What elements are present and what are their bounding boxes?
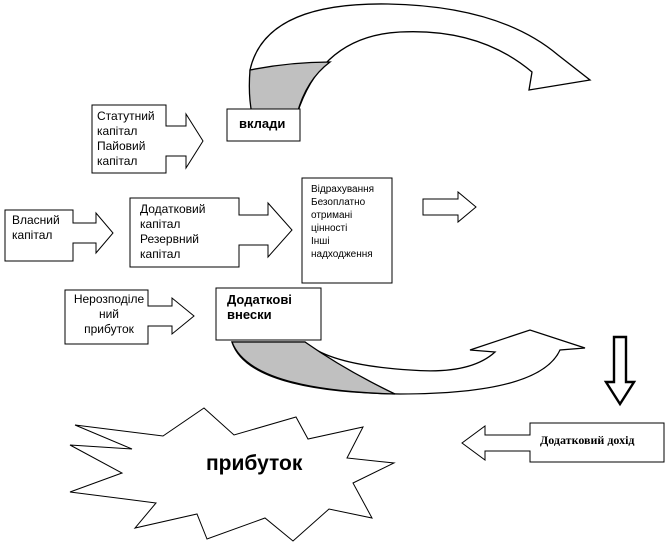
additional-contributions-label: Додаткові внески: [227, 292, 292, 322]
additional-contributions-block: [215, 287, 322, 341]
sources-label: Відрахування Безоплатно отримані цінност…: [311, 184, 375, 260]
additional-income-block: [461, 422, 665, 463]
contributions-block: [226, 108, 301, 142]
additional-income-label: Додатковий дохід: [540, 433, 635, 447]
statutory-capital-label: Статутний капітал Пайовий капітал: [97, 109, 155, 168]
statutory-capital-block: [91, 104, 204, 174]
equity-block: [4, 209, 114, 262]
profit-label: прибуток: [206, 452, 303, 475]
additional-capital-label: Додатковий капітал Резервний капітал: [140, 202, 206, 261]
sources-block: [301, 177, 393, 284]
profit-starburst: [69, 407, 396, 542]
down-arrow-icon: [603, 335, 637, 407]
retained-earnings-block: [64, 289, 195, 345]
retained-earnings-label: Нерозподіле ний прибуток: [73, 292, 145, 336]
equity-label: Власний капітал: [12, 213, 60, 242]
bottom-curved-arrow: [231, 329, 586, 395]
additional-capital-block: [129, 197, 293, 268]
sources-arrow-icon: [422, 190, 477, 224]
top-curved-arrow: [248, 3, 592, 115]
contributions-label: вклади: [239, 116, 286, 131]
